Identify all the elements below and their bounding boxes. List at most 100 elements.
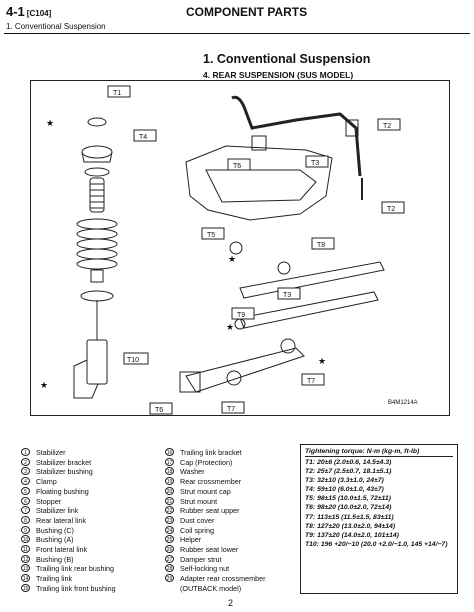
stabilizer-bracket [251,135,267,151]
legend-number: 26 [165,545,174,554]
tag-t6-bottom: T6 [149,402,173,415]
damper-strut [86,339,108,385]
legend-item: 9 Bushing (C) [20,525,116,536]
rubber-seat-upper [84,167,110,177]
legend-number: 20 [165,486,174,495]
torque-row: T9: 137±20 (14.0±2.0, 101±14) [305,531,399,539]
legend-item: 21 Strut mount [164,496,265,507]
torque-row: T10: 196 +20/−10 (20.0 +2.0/−1.0, 145 +1… [305,540,448,548]
legend-label: Damper strut [180,554,222,564]
strut-bracket [73,359,99,399]
stabilizer-bar [231,95,362,177]
legend-number: 19 [165,477,174,486]
legend-label: Adapter rear crossmember [180,574,266,584]
legend-number: 1 [21,448,30,456]
diagram-reference: B4M1214A [388,400,418,406]
legend-label: Rubber seat upper [180,506,240,516]
tag-t2b-text: T2 [387,206,395,213]
legend-number: 18 [165,467,174,476]
bushing-front [234,318,246,330]
page-title: 1. Conventional Suspension [203,52,371,66]
helper [90,269,104,283]
star-marker: ★ [318,356,326,366]
tag-t8: T8 [311,237,335,250]
legend-number: 16 [165,448,174,456]
legend-label: Stabilizer bracket [36,457,92,467]
bushing-a [277,261,291,275]
legend-label: Stabilizer bushing [36,467,93,477]
legend-label: Cap (Protection) [180,457,233,467]
legend-label: Washer [180,467,205,477]
torque-row: T8: 127±20 (13.0±2.0, 94±14) [305,522,396,530]
tag-t6b-text: T6 [155,407,163,414]
legend-label: Self-locking nut [180,564,230,574]
legend-number: 14 [21,574,30,583]
trailing-link [185,347,305,393]
stabilizer-bracket-right [345,119,359,137]
section-label: 4-1 [6,4,25,19]
legend-right: 16 Trailing link bracket 17 Cap (Protectio… [164,448,265,594]
front-lateral-link [239,291,379,329]
legend-number: 21 [165,496,174,505]
legend-number: 13 [21,564,30,573]
legend-label: Strut mount cap [180,486,231,496]
legend-label: Coil spring [180,525,214,535]
legend-number: 23 [165,515,174,524]
torque-row: T5: 98±15 (10.0±1.5, 72±11) [305,495,391,503]
legend-label: Stabilizer link [36,506,79,516]
legend-number: 17 [165,457,174,466]
tag-t3-text: T3 [311,160,319,167]
tag-t2-right: T2 [381,201,405,214]
legend-label: Strut mount [180,496,218,506]
legend-label: (OUTBACK model) [180,583,242,593]
header-subtitle: 1. Conventional Suspension [6,22,106,31]
star-marker: ★ [226,322,234,332]
header-category: COMPONENT PARTS [186,5,308,19]
legend-number: 3 [21,467,30,476]
legend-label: Rubber seat lower [180,545,239,555]
legend-item: 14 Trailing link [20,574,116,584]
crossmember-inner [205,169,317,203]
legend-label: Bushing (A) [36,535,74,545]
legend-number: 9 [21,525,30,534]
legend-label: Bushing (B) [36,554,74,564]
rubber-seat-lower [80,290,114,302]
section-code: [C104] [26,9,52,18]
legend-label: Bushing (C) [36,525,74,535]
legend-item: 20 Strut mount cap [164,486,265,497]
legend-number: 11 [21,545,30,554]
tag-t10: T10 [123,352,149,365]
legend-item: 17 Cap (Protection) [164,457,265,468]
tag-t6-text: T6 [233,163,241,170]
tag-t9-text: T9 [237,312,245,319]
legend-item: 26 Rubber seat lower [164,545,265,555]
torque-row: T3: 32±10 (3.3±1.0, 24±7) [305,477,384,485]
torque-table: Tightening torque: N·m (kg-m, ft-lb) T1:… [300,444,458,594]
star-marker: ★ [40,380,48,390]
tag-t4: T4 [133,129,157,142]
suspension-diagram: T1 T4 T6 T3 T2 T2 T5 T8 T3 T9 T10 T7 T6 … [40,85,405,415]
legend-label: Trailing link front bushing [36,583,116,593]
star-marker: ★ [228,254,236,264]
legend-label: Stopper [36,496,62,506]
legend-number: 15 [21,583,30,592]
tag-t3-top: T3 [305,155,329,168]
page-number: 2 [228,598,234,608]
legend-label: Trailing link [36,574,73,584]
torque-row: T6: 98±20 (10.0±2.0, 72±14) [305,504,392,512]
legend-label: Rear crossmember [180,477,242,487]
trailing-link-bushing [226,370,242,386]
legend-label: Trailing link bracket [180,448,242,457]
coil-spring [76,218,118,270]
legend-number: 5 [21,486,30,495]
tag-t1-text: T1 [113,90,121,97]
star-marker: ★ [46,118,54,128]
legend-item: 15 Trailing link front bushing [20,583,116,594]
